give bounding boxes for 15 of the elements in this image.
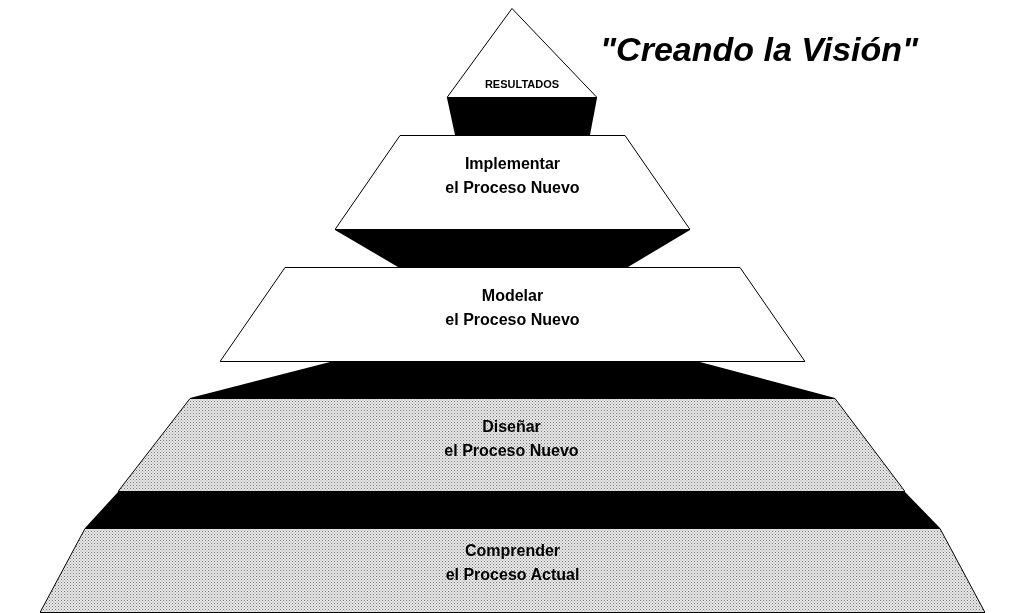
tier-subtitle: el Proceso Actual: [445, 566, 580, 584]
tier-heading: Diseñar: [482, 418, 541, 436]
tier-subtitle: el Proceso Nuevo: [445, 179, 580, 197]
pyramid-tier: [335, 135, 690, 230]
tier-heading: Modelar: [481, 287, 544, 305]
tier-heading: Comprender: [464, 542, 561, 560]
tier-heading: Implementar: [464, 155, 561, 173]
tier-subtitle: el Proceso Nuevo: [444, 442, 579, 460]
pyramid-top: [447, 8, 597, 98]
pyramid-tier: [40, 528, 985, 613]
pyramid-tier: [118, 398, 905, 492]
pyramid-tier: [220, 267, 805, 362]
tier-heading: RESULTADOS: [484, 78, 560, 90]
tier-subtitle: el Proceso Nuevo: [445, 311, 580, 329]
title: "Creando la Visión": [600, 30, 919, 69]
